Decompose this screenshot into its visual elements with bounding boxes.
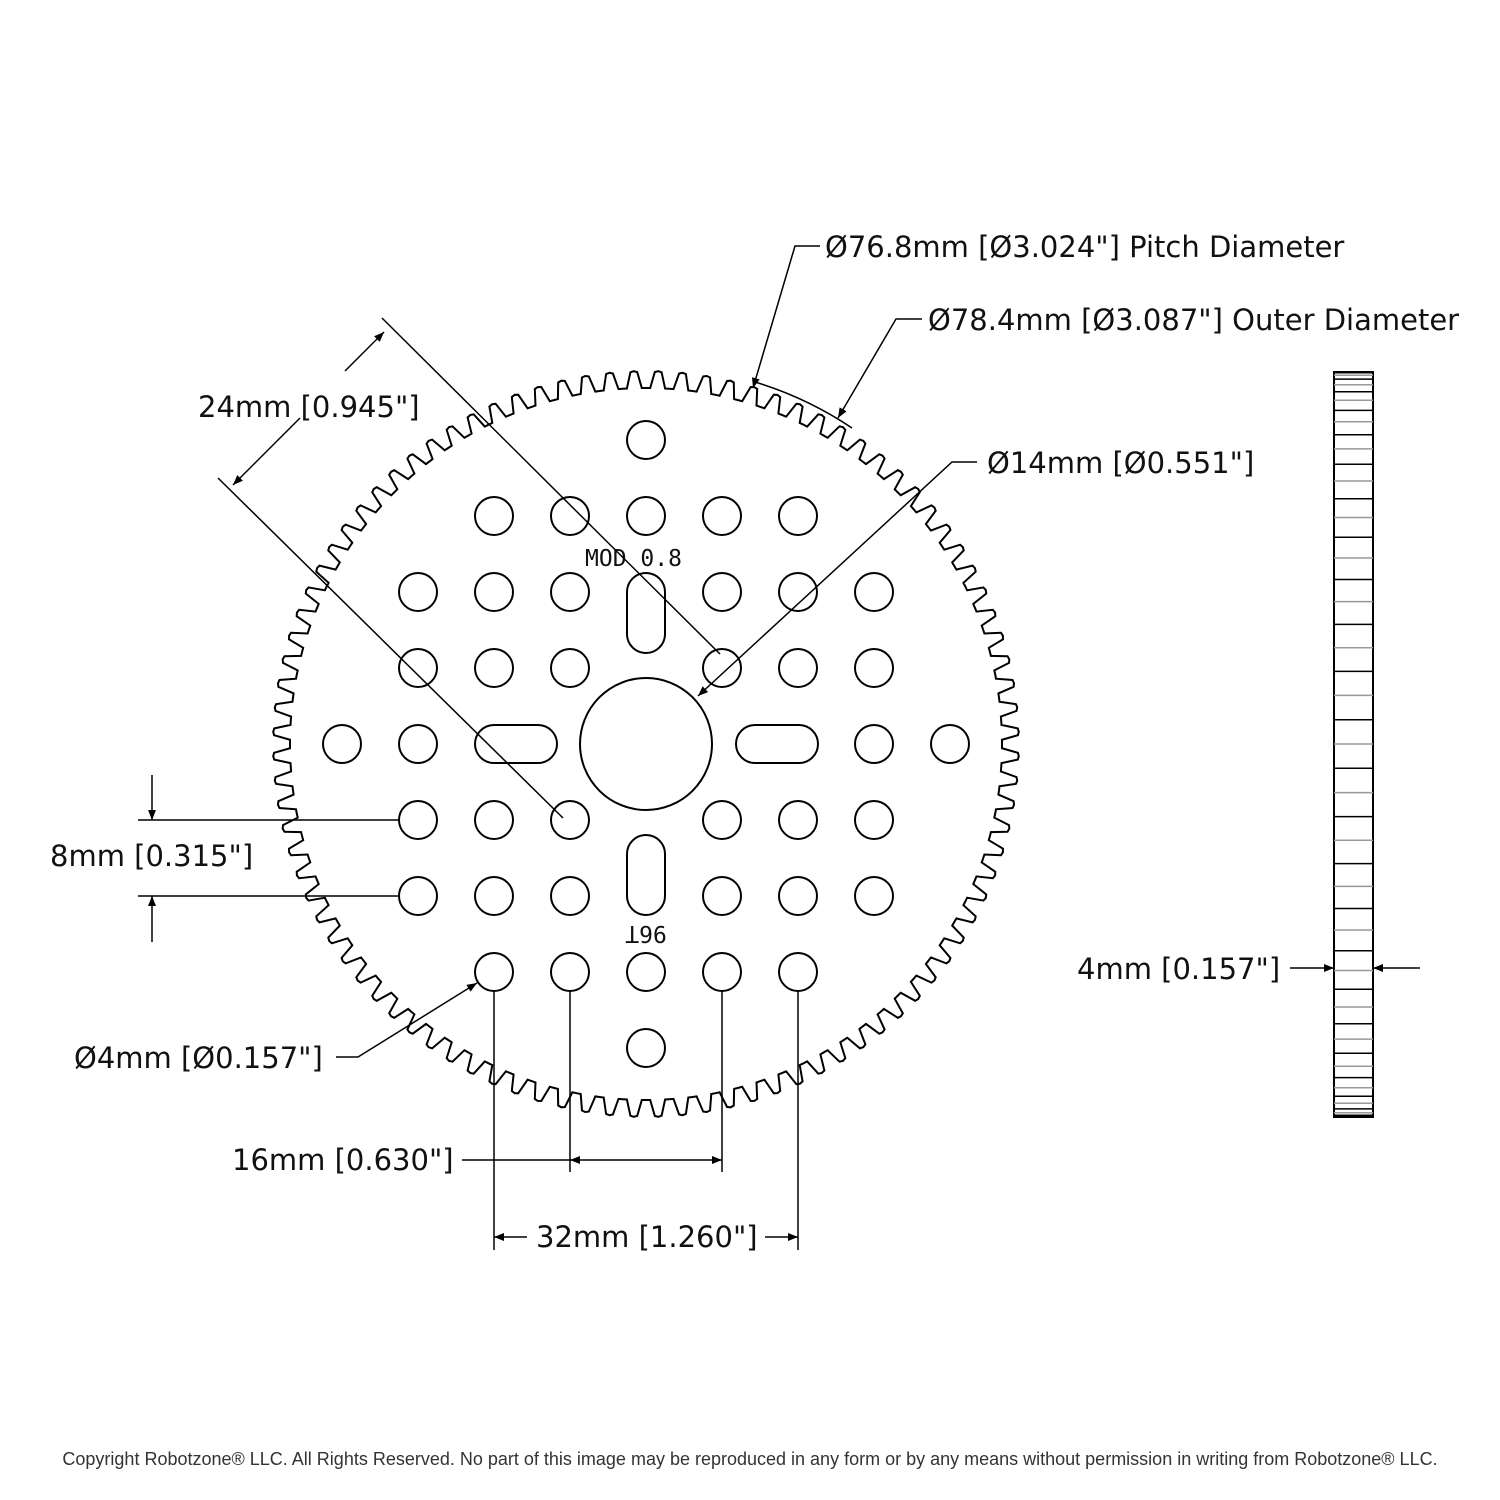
row-spacing-dimension: 8mm [0.315"]: [50, 775, 400, 942]
mounting-hole: [702, 572, 742, 612]
mounting-hole: [322, 724, 362, 764]
slot-left: [474, 724, 558, 764]
mounting-hole: [778, 876, 818, 916]
gear-front-view: MOD 0.8 96T: [272, 370, 1020, 1118]
spacing-32-dimension: 32mm [1.260"]: [493, 990, 799, 1254]
mounting-hole: [778, 496, 818, 536]
mounting-hole: [550, 572, 590, 612]
mounting-hole: [854, 876, 894, 916]
outer-diameter-callout: Ø78.4mm [Ø3.087"] Outer Diameter: [837, 303, 1459, 419]
tooth-count-mark: 96T: [625, 920, 667, 946]
thickness-dimension: 4mm [0.157"]: [1077, 952, 1420, 986]
pitch-diameter-callout: Ø76.8mm [Ø3.024"] Pitch Diameter: [752, 230, 1344, 429]
hole-diameter-callout: Ø4mm [Ø0.157"]: [74, 982, 478, 1075]
hole-diameter-label: Ø4mm [Ø0.157"]: [74, 1041, 323, 1075]
mounting-hole: [474, 648, 514, 688]
mounting-hole: [854, 648, 894, 688]
mounting-hole: [854, 724, 894, 764]
mounting-hole: [550, 876, 590, 916]
diagonal-spacing-label: 24mm [0.945"]: [198, 390, 420, 424]
mounting-hole: [626, 952, 666, 992]
mounting-hole: [702, 800, 742, 840]
mounting-hole: [702, 496, 742, 536]
bore-diameter-callout: Ø14mm [Ø0.551"]: [697, 446, 1254, 697]
mounting-hole: [854, 800, 894, 840]
outer-diameter-label: Ø78.4mm [Ø3.087"] Outer Diameter: [928, 303, 1459, 337]
slot-bottom: [626, 834, 666, 916]
row-spacing-label: 8mm [0.315"]: [50, 839, 253, 873]
mounting-hole: [398, 724, 438, 764]
mounting-hole: [930, 724, 970, 764]
mounting-hole: [474, 572, 514, 612]
mounting-hole: [778, 648, 818, 688]
gear-side-view: [1333, 371, 1374, 1118]
mounting-hole-pattern: [322, 420, 970, 1068]
spacing-32-label: 32mm [1.260"]: [536, 1220, 758, 1254]
slot-right: [735, 724, 819, 764]
copyright-notice: Copyright Robotzone® LLC. All Rights Res…: [62, 1449, 1438, 1469]
slot-top: [626, 572, 666, 654]
mounting-hole: [474, 876, 514, 916]
mounting-hole: [398, 800, 438, 840]
gear-tooth-outline: [272, 370, 1020, 1118]
mounting-hole: [550, 952, 590, 992]
mounting-hole: [626, 420, 666, 460]
mounting-hole: [398, 572, 438, 612]
mounting-hole: [778, 952, 818, 992]
mounting-hole: [854, 572, 894, 612]
mounting-hole: [550, 648, 590, 688]
bore-diameter-label: Ø14mm [Ø0.551"]: [987, 446, 1254, 480]
mounting-hole: [626, 1028, 666, 1068]
mounting-hole: [778, 572, 818, 612]
spacing-16-label: 16mm [0.630"]: [232, 1143, 454, 1177]
diagonal-spacing-dimension: 24mm [0.945"]: [198, 317, 721, 819]
thickness-label: 4mm [0.157"]: [1077, 952, 1280, 986]
mounting-hole: [626, 496, 666, 536]
mounting-hole: [702, 876, 742, 916]
mounting-hole: [550, 800, 590, 840]
spacing-16-dimension: 16mm [0.630"]: [232, 990, 723, 1177]
side-tooth-lines: [1334, 372, 1373, 1116]
mounting-hole: [702, 648, 742, 688]
mounting-hole: [550, 496, 590, 536]
mounting-hole: [474, 800, 514, 840]
mounting-hole: [398, 876, 438, 916]
center-bore: [579, 677, 713, 811]
mounting-hole: [398, 648, 438, 688]
mounting-hole: [702, 952, 742, 992]
mounting-hole: [474, 952, 514, 992]
mounting-hole: [474, 496, 514, 536]
pitch-diameter-label: Ø76.8mm [Ø3.024"] Pitch Diameter: [825, 230, 1344, 264]
mounting-hole: [778, 800, 818, 840]
